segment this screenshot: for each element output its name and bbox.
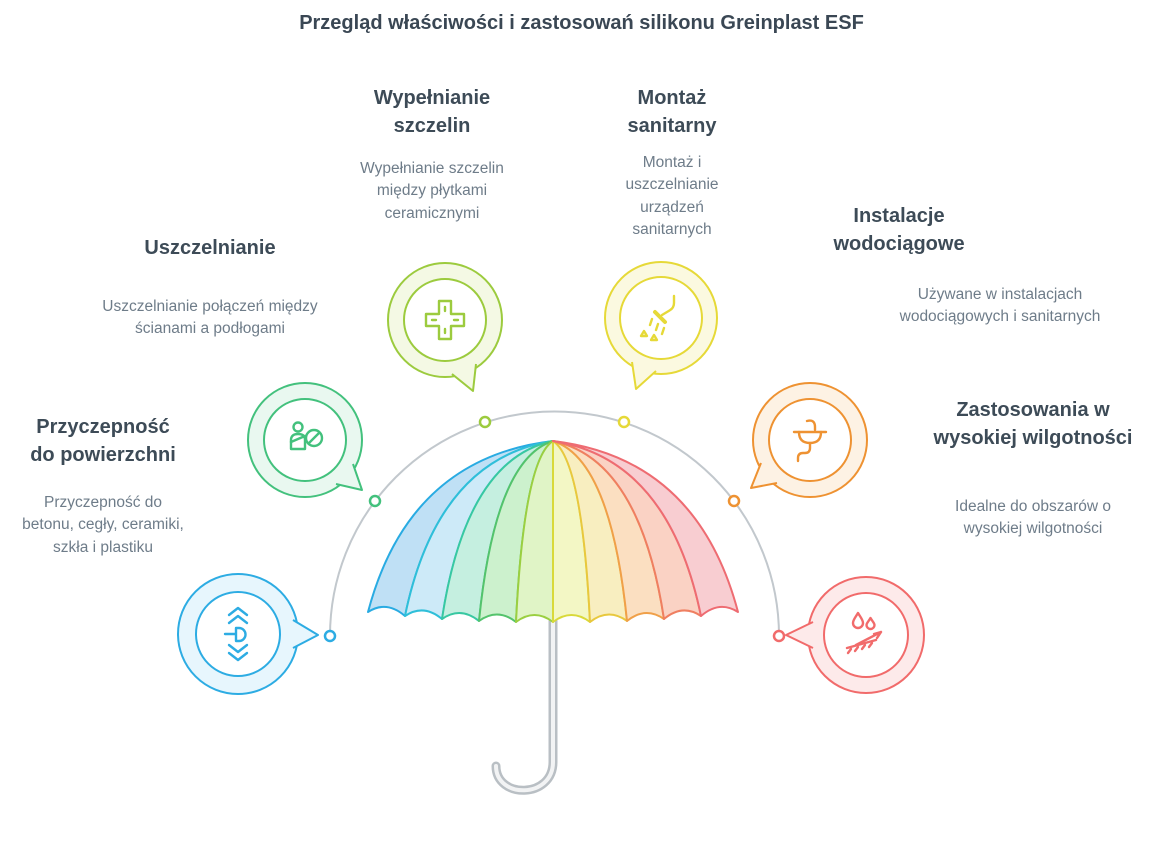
- umbrella-canopy: [367, 440, 739, 623]
- item-desc-uszczelnianie: Uszczelnianie połączeń między ścianami a…: [102, 298, 318, 338]
- item-desc-instalacje: Używane w instalacjach wodociągowych i s…: [899, 286, 1101, 326]
- moisture-icon: [845, 611, 883, 655]
- sealing-person-sash: [289, 434, 307, 444]
- tile-gap-icon: [424, 299, 466, 341]
- bubble-inner-circle: [195, 591, 281, 677]
- shower-icon: [639, 294, 676, 342]
- item-desc-montaz: Montaż i uszczelnianie urządzeń sanitarn…: [625, 154, 719, 239]
- item-title-wilgotnosc: Zastosowania w wysokiej wilgotności: [933, 399, 1133, 449]
- bubble-inner-circle: [768, 398, 852, 482]
- sink-faucet: [805, 419, 817, 432]
- item-title-przyczepnosc: Przyczepność do powierzchni: [30, 416, 176, 466]
- tile-cross-ticks: [430, 305, 460, 335]
- item-title-wypelnianie: Wypełnianie szczelin: [373, 87, 491, 137]
- bubble-adhesion: [177, 573, 319, 695]
- umbrella-panel: [552, 440, 739, 617]
- bubble-tail: [750, 462, 778, 489]
- bubble-tail: [785, 621, 814, 649]
- adhesion-icon: [223, 606, 249, 662]
- connector-dot-sink: [727, 494, 741, 508]
- bubble-moisture: [785, 576, 925, 694]
- connector-dot-sealing: [368, 494, 382, 508]
- connector-dot-adhesion: [323, 629, 337, 643]
- moisture-surface: [845, 638, 878, 650]
- moisture-drop-large: [851, 611, 865, 630]
- shower-drops: [648, 317, 666, 336]
- adhesion-up-arrows: [227, 606, 249, 625]
- bubble-shower: [604, 261, 718, 390]
- adhesion-clamp: [223, 626, 247, 643]
- shower-splash: [639, 329, 659, 342]
- bubble-tail: [335, 463, 363, 491]
- bubble-tail: [292, 619, 319, 649]
- umbrella-pole: [491, 613, 558, 795]
- moisture-runoff-arrow: [854, 630, 883, 647]
- bubble-sink: [750, 382, 868, 498]
- shower-pipe: [660, 294, 676, 317]
- tile-cross-outline: [424, 299, 466, 341]
- item-desc-przyczepnosc: Przyczepność do betonu, cegły, ceramiki,…: [22, 494, 184, 556]
- moisture-drop-small: [865, 616, 876, 631]
- sealing-no-slash: [307, 431, 321, 445]
- connector-arc: [329, 410, 780, 637]
- item-title-instalacje: Instalacje wodociągowe: [833, 205, 965, 255]
- moisture-surface-hatches: [846, 641, 874, 655]
- umbrella-pole-highlight: [494, 616, 555, 793]
- bubble-inner-circle: [823, 592, 909, 678]
- sealing-person-head: [292, 421, 304, 433]
- bubble-tail: [451, 363, 477, 392]
- bubble-tile-gap: [387, 262, 503, 392]
- connector-dot-moisture: [772, 629, 786, 643]
- sink-trap-pipe: [796, 441, 812, 463]
- sealing-icon: [289, 421, 324, 451]
- shower-head: [653, 310, 667, 324]
- bubble-sealing: [247, 382, 363, 498]
- item-title-montaz: Montaż sanitarny: [627, 87, 717, 137]
- item-desc-wilgotnosc: Idealne do obszarów o wysokiej wilgotnoś…: [955, 498, 1111, 538]
- bubble-tail: [631, 361, 657, 390]
- page-title: Przegląd właściwości i zastosowań siliko…: [299, 12, 864, 34]
- connector-dot-tile-gap: [478, 415, 492, 429]
- sink-drain-icon: [792, 419, 828, 463]
- item-desc-wypelnianie: Wypełnianie szczelin między płytkami cer…: [360, 160, 504, 222]
- adhesion-down-arrows: [227, 643, 249, 662]
- umbrella: [367, 440, 739, 795]
- sealing-no-circle: [304, 428, 324, 448]
- bubble-inner-circle: [403, 278, 487, 362]
- connector-dot-shower: [617, 415, 631, 429]
- item-title-uszczelnianie: Uszczelnianie: [144, 237, 276, 259]
